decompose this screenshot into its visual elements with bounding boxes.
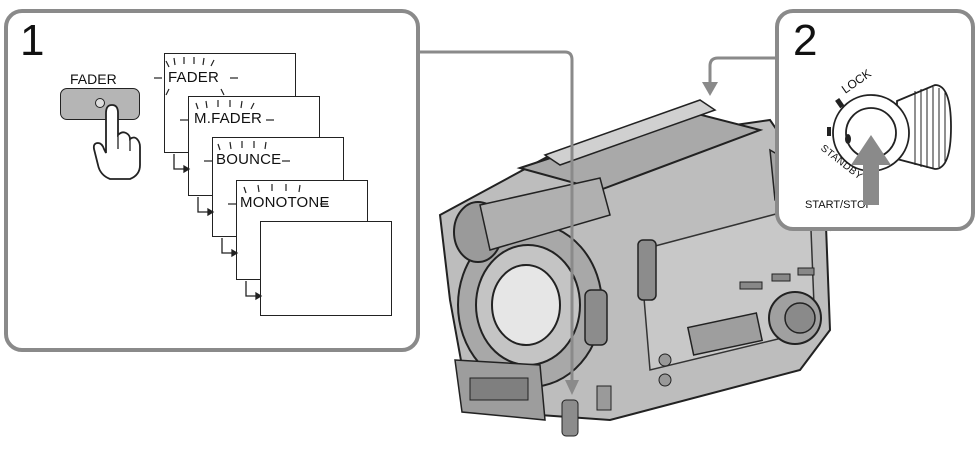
flash-rays-icon	[154, 57, 328, 301]
step-2-panel: 2 LOCK STANDBY START/STOP	[775, 9, 975, 231]
mfader-card-label: M.FADER	[192, 110, 265, 127]
step-1-panel: 1 FADER FADER M.FADER BOUNCE MONOTONE	[4, 9, 420, 352]
monotone-card-label: MONOTONE	[238, 194, 332, 211]
blank-card	[260, 221, 392, 316]
step-number: 1	[20, 16, 45, 65]
fader-button-label: FADER	[70, 71, 117, 87]
step-number: 2	[793, 16, 818, 65]
pointing-hand-icon	[92, 104, 141, 180]
power-switch-dial	[827, 84, 952, 172]
fader-button[interactable]	[60, 88, 140, 120]
fader-card-label: FADER	[166, 69, 222, 86]
bounce-card-label: BOUNCE	[214, 151, 284, 168]
press-arrow-icon	[851, 135, 891, 205]
start-stop-label: START/STOP	[805, 199, 873, 211]
